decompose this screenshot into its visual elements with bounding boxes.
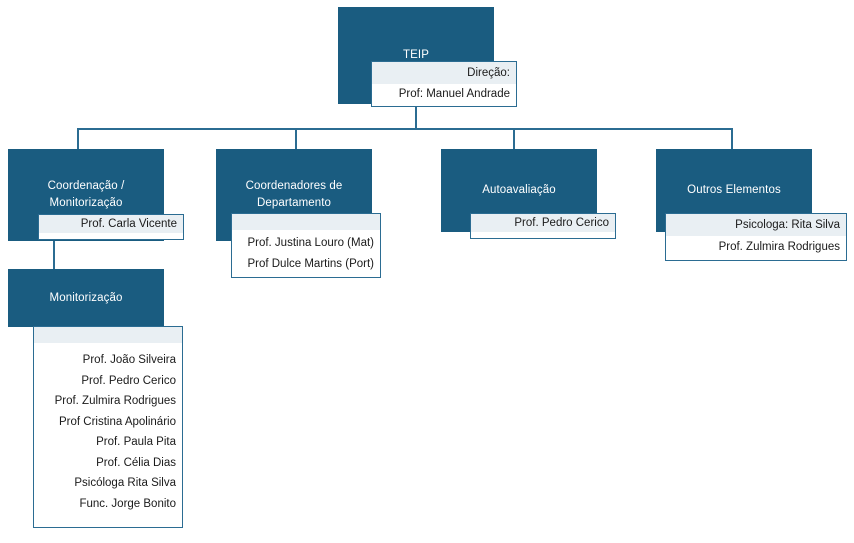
panel-autoavaliacao[interactable]: Prof. Pedro Cerico xyxy=(470,213,616,239)
node-monitorizacao-title: Monitorização xyxy=(49,291,123,304)
node-teip-title: TEIP xyxy=(403,49,429,62)
node-coordenacao-title: Coordenação / Monitorização xyxy=(47,180,125,209)
panel-coordenadores-line-1: Prof. Justina Louro (Mat) xyxy=(247,237,374,249)
panel-outros-header: Psicologa: Rita Silva xyxy=(666,214,846,236)
panel-monitorizacao-line-4: Prof Cristina Apolinário xyxy=(59,415,176,428)
panel-coordenadores-header xyxy=(232,214,380,230)
panel-monitorizacao-line-3: Prof. Zulmira Rodrigues xyxy=(54,395,176,407)
connector-drop-coordenacao xyxy=(77,128,79,149)
panel-coordenacao-header: Prof. Carla Vicente xyxy=(39,215,183,233)
connector-drop-autoavaliacao xyxy=(513,128,515,149)
panel-monitorizacao[interactable]: Prof. João Silveira Prof. Pedro Cerico P… xyxy=(33,326,183,528)
panel-coordenadores-body: Prof. Justina Louro (Mat) Prof Dulce Mar… xyxy=(232,230,380,277)
panel-coordenacao-body xyxy=(39,233,183,239)
panel-coordenadores[interactable]: Prof. Justina Louro (Mat) Prof Dulce Mar… xyxy=(231,213,381,278)
panel-outros-line-1: Prof. Zulmira Rodrigues xyxy=(718,241,840,253)
panel-teip-header: Direção: xyxy=(372,62,516,84)
panel-outros[interactable]: Psicologa: Rita Silva Prof. Zulmira Rodr… xyxy=(665,213,847,261)
panel-monitorizacao-line-2: Prof. Pedro Cerico xyxy=(81,374,176,387)
panel-monitorizacao-line-6: Prof. Célia Dias xyxy=(96,456,176,469)
panel-monitorizacao-line-8: Func. Jorge Bonito xyxy=(79,497,176,510)
panel-coordenadores-line-2: Prof Dulce Martins (Port) xyxy=(247,258,374,270)
panel-monitorizacao-body: Prof. João Silveira Prof. Pedro Cerico P… xyxy=(34,343,182,527)
node-monitorizacao[interactable]: Monitorização xyxy=(8,269,164,327)
node-autoavaliacao-title: Autoavaliação xyxy=(482,184,556,197)
panel-monitorizacao-header xyxy=(34,327,182,343)
connector-drop-coordenadores xyxy=(295,128,297,149)
panel-monitorizacao-line-1: Prof. João Silveira xyxy=(82,354,176,366)
connector-horizontal-bus xyxy=(77,128,733,130)
panel-monitorizacao-line-7: Psicóloga Rita Silva xyxy=(74,477,176,489)
connector-teip-down xyxy=(415,104,417,129)
panel-outros-body: Prof. Zulmira Rodrigues xyxy=(666,236,846,260)
panel-coordenacao[interactable]: Prof. Carla Vicente xyxy=(38,214,184,240)
panel-teip-body: Prof: Manuel Andrade xyxy=(372,84,516,106)
panel-teip-line-1: Prof: Manuel Andrade xyxy=(398,88,510,100)
panel-autoavaliacao-body xyxy=(471,232,615,238)
connector-coordenacao-to-monitorizacao xyxy=(53,241,55,270)
panel-teip[interactable]: Direção: Prof: Manuel Andrade xyxy=(371,61,517,107)
panel-monitorizacao-line-5: Prof. Paula Pita xyxy=(96,436,176,448)
panel-autoavaliacao-header: Prof. Pedro Cerico xyxy=(471,214,615,232)
connector-drop-outros xyxy=(731,128,733,149)
node-outros-title: Outros Elementos xyxy=(687,184,781,197)
node-coordenadores-title: Coordenadores de Departamento xyxy=(245,180,343,209)
